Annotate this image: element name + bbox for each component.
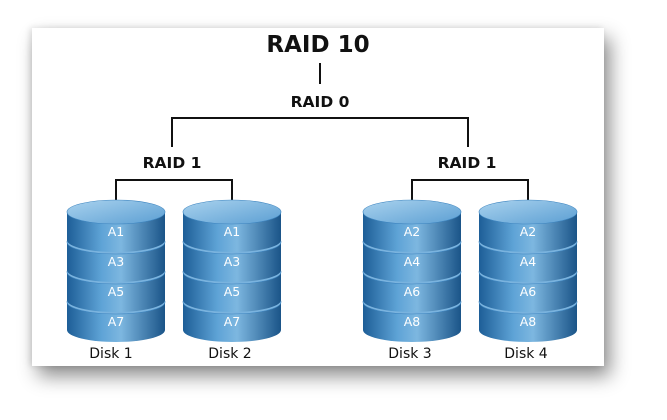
disk-3-stack: A8 A6 A4 A2 bbox=[362, 199, 462, 342]
block-label: A1 bbox=[108, 224, 125, 239]
raid10-title: RAID 10 bbox=[266, 32, 369, 58]
block-label: A7 bbox=[108, 314, 125, 329]
disk-1-label: Disk 1 bbox=[89, 346, 132, 362]
disk-top bbox=[362, 199, 462, 225]
block-label: A2 bbox=[520, 224, 537, 239]
block-label: A5 bbox=[108, 284, 125, 299]
disk-top bbox=[182, 199, 282, 225]
block-label: A4 bbox=[404, 254, 421, 269]
disk-4-stack: A8 A6 A4 A2 bbox=[478, 199, 578, 342]
block-label: A3 bbox=[224, 254, 241, 269]
raid1-bracket-right bbox=[411, 179, 529, 210]
disk-top bbox=[66, 199, 166, 225]
disk-4-label: Disk 4 bbox=[504, 346, 548, 362]
raid1-label-right: RAID 1 bbox=[438, 154, 497, 172]
block-label: A4 bbox=[520, 254, 537, 269]
block-label: A6 bbox=[520, 284, 537, 299]
disk-segment: A2 bbox=[478, 199, 578, 252]
raid1-label-left: RAID 1 bbox=[143, 154, 202, 172]
block-label: A8 bbox=[404, 314, 421, 329]
disk-segment: A1 bbox=[66, 199, 166, 252]
raid0-bracket bbox=[171, 117, 469, 147]
disk-3-label: Disk 3 bbox=[388, 346, 431, 362]
raid0-label: RAID 0 bbox=[291, 93, 350, 111]
disk-2-stack: A7 A5 A3 A1 bbox=[182, 199, 282, 342]
block-label: A2 bbox=[404, 224, 421, 239]
block-label: A1 bbox=[224, 224, 241, 239]
block-label: A8 bbox=[520, 314, 537, 329]
disk-segment: A1 bbox=[182, 199, 282, 252]
block-label: A6 bbox=[404, 284, 421, 299]
block-label: A7 bbox=[224, 314, 241, 329]
raid1-bracket-left bbox=[115, 179, 233, 210]
disk-1-stack: A7 A5 A3 A1 bbox=[66, 199, 166, 342]
block-label: A5 bbox=[224, 284, 241, 299]
disk-segment: A2 bbox=[362, 199, 462, 252]
disk-2-label: Disk 2 bbox=[208, 346, 251, 362]
disk-top bbox=[478, 199, 578, 225]
block-label: A3 bbox=[108, 254, 125, 269]
